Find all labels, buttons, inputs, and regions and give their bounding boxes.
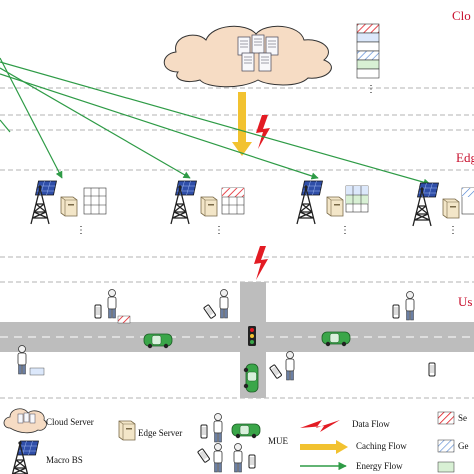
edge-node-1: ⋮ <box>30 180 107 236</box>
legend-cache-swatches <box>437 411 455 473</box>
person-icon <box>219 289 229 319</box>
legend-caching-flow-label: Caching Flow <box>356 441 407 451</box>
car-icon <box>243 363 259 393</box>
person-icon <box>405 291 415 321</box>
road <box>0 282 474 398</box>
legend-cloud-server-icon <box>3 408 47 434</box>
legend-macro-bs-icon <box>10 440 39 474</box>
svg-text:⋮: ⋮ <box>448 225 458 236</box>
edge-node-3: ⋮ <box>296 180 369 236</box>
svg-text:⋮: ⋮ <box>214 225 224 236</box>
phone-icon <box>428 362 436 377</box>
car-icon <box>143 333 173 349</box>
legend-mue-label: MUE <box>268 436 288 446</box>
lightning-icon <box>254 246 268 280</box>
user-layer-label: Us <box>458 294 473 309</box>
cloud-layer-label: Clo <box>452 8 471 23</box>
legend-edge-server-label: Edge Server <box>138 428 183 438</box>
person-icon <box>17 345 27 375</box>
svg-text:⋮: ⋮ <box>366 84 376 95</box>
car-icon <box>321 331 351 347</box>
legend-data-flow-icon <box>300 420 340 432</box>
legend-edge-server-icon <box>118 420 136 441</box>
person-icon <box>107 289 117 319</box>
lightning-icon <box>256 115 270 149</box>
caching-flow-arrow <box>232 92 252 156</box>
mue-cache <box>29 367 45 376</box>
mue-cache <box>117 315 131 324</box>
person-icon <box>285 351 295 381</box>
edge-node-2: ⋮ <box>170 180 245 236</box>
edge-layer-label: Edg <box>456 150 474 165</box>
legend-cloud-server-label: Cloud Server <box>46 417 94 427</box>
legend-mue-icons <box>197 413 261 473</box>
traffic-light-icon <box>248 326 256 346</box>
legend-data-flow-label: Data Flow <box>352 419 390 429</box>
svg-text:⋮: ⋮ <box>76 225 86 236</box>
layer-separators <box>0 87 474 399</box>
legend-caching-flow-icon <box>300 440 348 454</box>
cloud-cache-stack: ⋮ <box>356 23 380 95</box>
legend-macro-bs-label: Macro BS <box>46 455 83 465</box>
legend-energy-flow-label: Energy Flow <box>356 461 403 471</box>
phone-icon <box>392 304 400 319</box>
energy-flow-lines <box>0 57 431 186</box>
phone-icon <box>203 304 217 320</box>
phone-icon <box>269 364 283 380</box>
phone-icon <box>94 304 102 319</box>
legend-cache-col1-label: Se <box>458 413 467 423</box>
legend-cache-col2-label: Ge <box>458 441 469 451</box>
edge-node-4: ⋮ <box>412 182 474 236</box>
svg-text:⋮: ⋮ <box>340 225 350 236</box>
